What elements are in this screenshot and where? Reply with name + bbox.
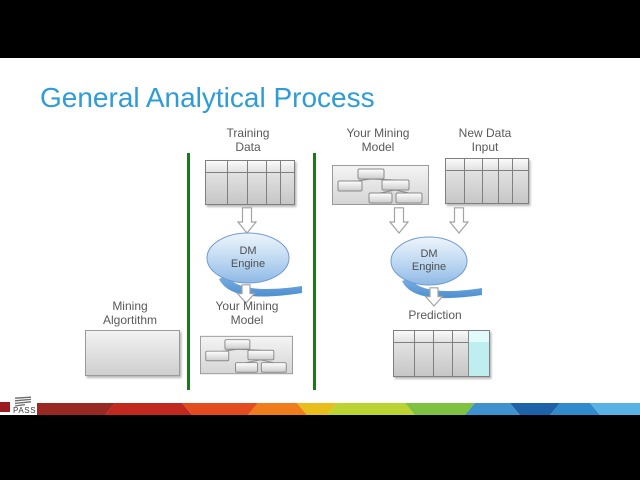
pass-logo-text: PASS bbox=[13, 406, 37, 415]
pass-flag-icon bbox=[14, 396, 32, 407]
down-arrow-icon bbox=[424, 287, 444, 307]
ribbon-segment bbox=[248, 403, 307, 415]
dm-engine-bubble-right bbox=[390, 236, 482, 299]
label-your-mining-model-top: Your Mining Model bbox=[346, 126, 410, 154]
mining-model-tree-bottom bbox=[200, 335, 293, 375]
prediction-table-graphic bbox=[393, 330, 490, 377]
dm-engine-bubble-left bbox=[206, 232, 302, 297]
ribbon-segment bbox=[327, 403, 415, 415]
ribbon-segment bbox=[465, 403, 520, 415]
mining-algorithm-box bbox=[85, 330, 180, 376]
down-arrow-icon bbox=[389, 207, 409, 234]
ribbon-segment bbox=[405, 403, 475, 415]
table-header-row bbox=[394, 331, 489, 343]
slide-title: General Analytical Process bbox=[40, 82, 375, 113]
green-divider-right bbox=[313, 153, 316, 390]
ribbon-segment bbox=[182, 403, 258, 415]
green-divider-left bbox=[187, 153, 190, 390]
ribbon-segment bbox=[510, 403, 560, 415]
ribbon-segment bbox=[550, 403, 600, 415]
presentation-slide: General Analytical Process Training Data… bbox=[0, 58, 640, 415]
label-your-mining-model-bottom: Your Mining Model bbox=[215, 299, 279, 327]
label-new-data-input: New Data Input bbox=[458, 126, 512, 154]
new-data-input-table-graphic bbox=[445, 158, 529, 204]
prediction-highlight-column bbox=[468, 331, 489, 376]
label-training-data: Training Data bbox=[226, 126, 270, 154]
pass-logo-square bbox=[0, 402, 10, 412]
down-arrow-icon bbox=[236, 284, 256, 304]
table-header-row bbox=[446, 159, 528, 171]
dm-engine-label-left: DM Engine bbox=[230, 245, 266, 270]
footer-ribbon bbox=[37, 403, 640, 415]
down-arrow-icon bbox=[237, 207, 257, 234]
down-arrow-icon bbox=[449, 207, 469, 234]
training-data-table-graphic bbox=[205, 160, 295, 205]
ribbon-segment bbox=[105, 403, 192, 415]
letterbox-bottom bbox=[0, 415, 640, 480]
dm-engine-label-right: DM Engine bbox=[411, 248, 447, 273]
ribbon-segment bbox=[297, 403, 337, 415]
mining-model-tree-top bbox=[332, 165, 429, 205]
ribbon-segment bbox=[37, 403, 115, 415]
label-prediction: Prediction bbox=[408, 308, 462, 322]
label-mining-algorithm: Mining Algortithm bbox=[102, 299, 158, 327]
ribbon-segment bbox=[590, 403, 640, 415]
